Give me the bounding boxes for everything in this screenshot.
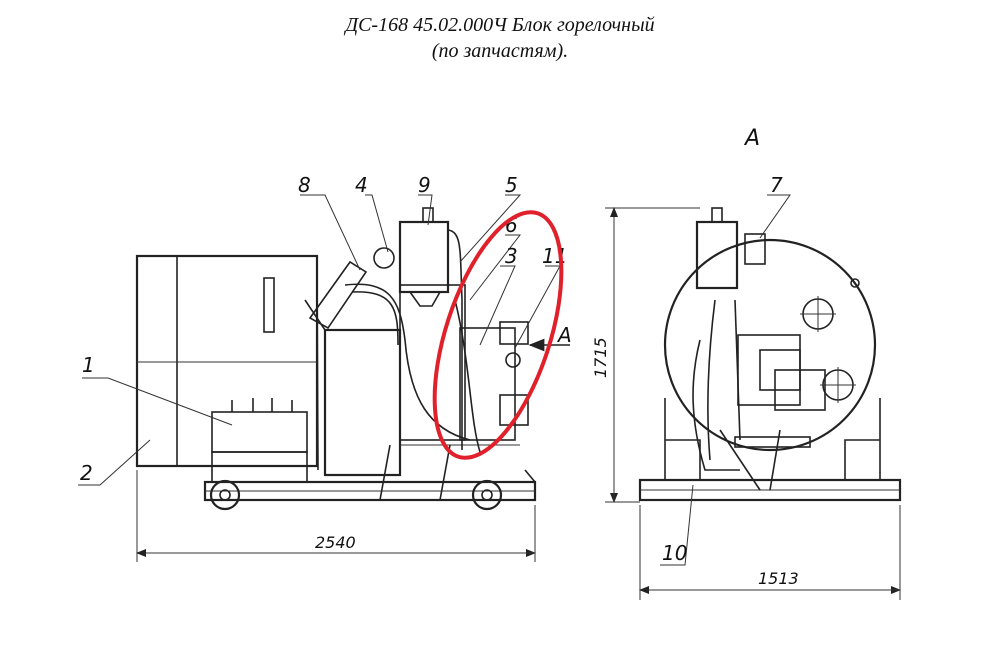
callout-10: 10 <box>662 541 687 565</box>
front-view-a <box>605 194 902 600</box>
drawing-title: ДС-168 45.02.000Ч Блок горелочный <box>345 14 655 36</box>
drawing-subtitle: (по запчастям). <box>431 40 569 62</box>
callout-7: 7 <box>770 173 783 197</box>
drum-circle <box>663 238 877 452</box>
callout-2: 2 <box>80 461 93 485</box>
dimension-height: 1715 <box>591 337 610 378</box>
callout-8: 8 <box>298 173 311 197</box>
wheel-right <box>471 479 503 511</box>
tank-9 <box>398 220 450 294</box>
callout-4: 4 <box>355 173 368 197</box>
feeder-box-1 <box>211 411 308 453</box>
callout-1: 1 <box>82 353 95 377</box>
callout-5: 5 <box>505 173 518 197</box>
view-label-a: А <box>743 126 760 151</box>
callout-3: 3 <box>505 244 518 268</box>
side-view <box>78 194 570 562</box>
sight-window <box>263 277 275 333</box>
callout-11: 11 <box>542 244 567 268</box>
wheel-left <box>209 479 241 511</box>
callout-9: 9 <box>418 173 431 197</box>
dimension-width: 1513 <box>758 569 799 588</box>
dimension-length: 2540 <box>315 533 356 552</box>
nozzle-8 <box>308 260 368 330</box>
arrow-label-a: А <box>556 323 572 347</box>
highlight-ellipse <box>432 210 564 460</box>
